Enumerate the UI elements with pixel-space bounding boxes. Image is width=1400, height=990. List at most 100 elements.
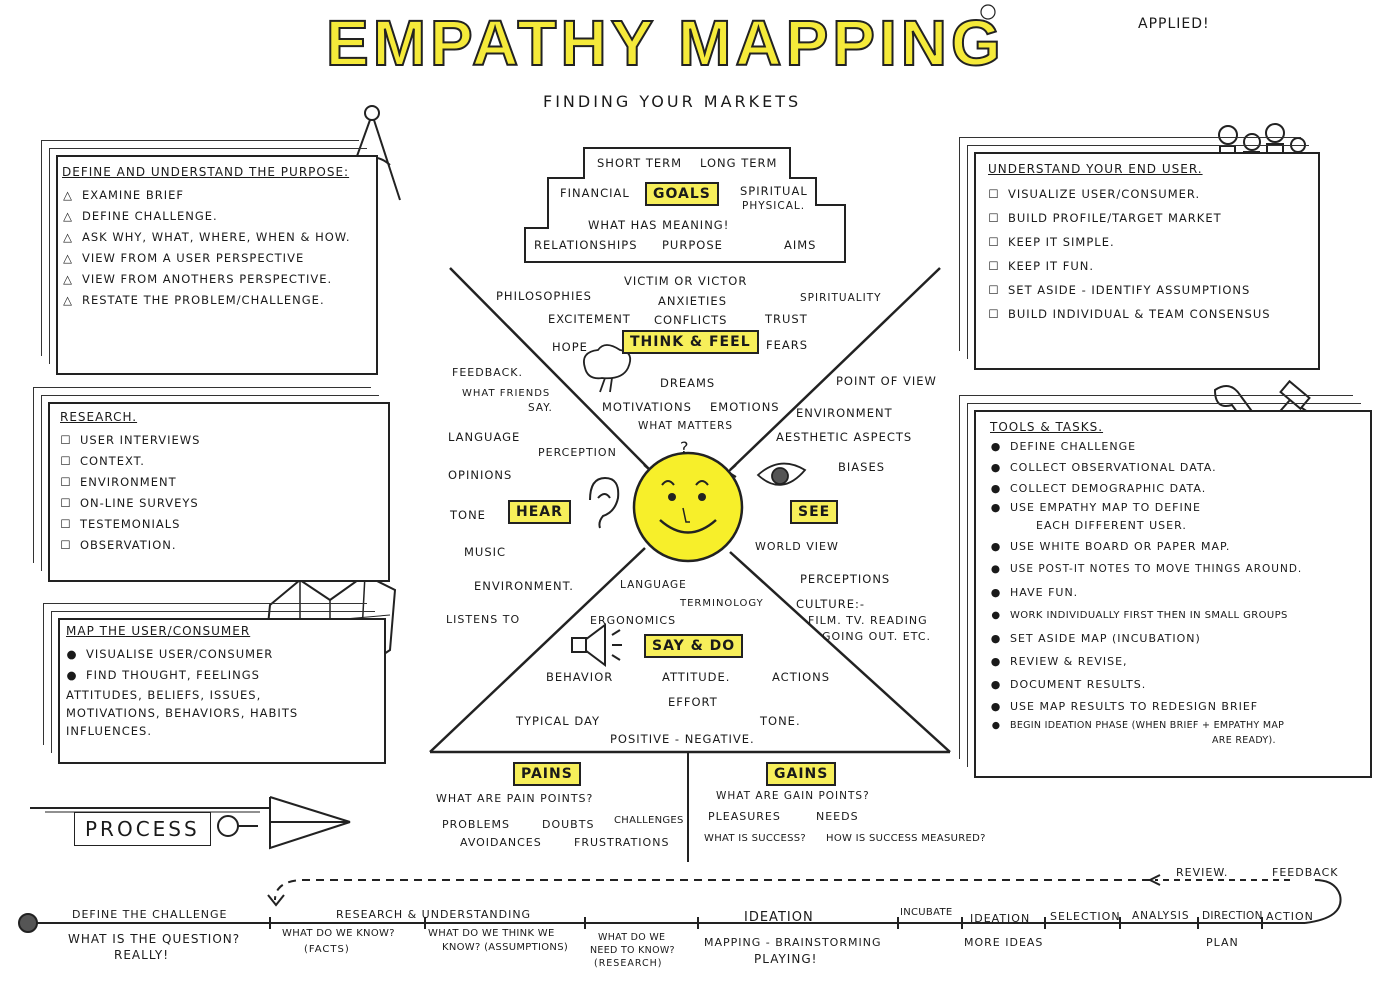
brain-icon (583, 344, 632, 393)
list-item: ●COLLECT OBSERVATIONAL DATA. (990, 457, 1370, 478)
bullet-icon: ● (990, 482, 1002, 495)
step-playing: PLAYING! (754, 952, 818, 966)
list-item: ☐ENVIRONMENT (60, 472, 388, 493)
hear-word: WHAT FRIENDS (462, 388, 551, 399)
step-selection: SELECTION (1050, 910, 1121, 923)
process-label: PROCESS (74, 812, 211, 846)
research-list: ☐USER INTERVIEWS ☐CONTEXT. ☐ENVIRONMENT … (60, 430, 388, 556)
step-direction: DIRECTION (1202, 910, 1263, 922)
checkbox-icon: ☐ (988, 283, 1000, 297)
bullet-icon: ● (990, 632, 1002, 645)
gains-tag: GAINS (766, 762, 837, 786)
gains-word: NEEDS (816, 810, 859, 823)
applied-note: APPLIED! (1138, 16, 1210, 32)
think-word: CONFLICTS (654, 313, 728, 327)
step-know1: WHAT DO WE KNOW? (282, 928, 395, 939)
hear-word: SAY. (528, 402, 553, 414)
saydo-word: TONE. (760, 714, 801, 728)
saydo-word: TERMINOLOGY (680, 598, 764, 609)
list-item: ☐OBSERVATION. (60, 535, 388, 556)
purpose-heading: DEFINE AND UNDERSTAND THE PURPOSE: (62, 165, 350, 179)
step-know2a: WHAT DO WE THINK WE (428, 928, 555, 939)
think-word: DREAMS (660, 376, 716, 390)
triangle-icon: △ (63, 272, 73, 286)
smiley-face-icon (632, 451, 744, 563)
bullet-icon: ● (990, 655, 1002, 668)
saydo-word: POSITIVE - NEGATIVE. (610, 732, 755, 746)
goals-meaning: WHAT HAS MEANING! (588, 218, 730, 232)
see-word: CULTURE:- (796, 597, 865, 611)
pains-word: WHAT ARE PAIN POINTS? (436, 792, 594, 805)
end-user-list: ☐VISUALIZE USER/CONSUMER. ☐BUILD PROFILE… (988, 182, 1318, 326)
bullet-icon: ● (990, 700, 1002, 713)
checkbox-icon: ☐ (60, 517, 72, 531)
triangle-icon: △ (63, 293, 73, 307)
list-item: △RESTATE THE PROBLEM/CHALLENGE. (62, 290, 376, 311)
bullet-icon: ● (990, 461, 1002, 474)
page-title: EMPATHY MAPPING (325, 6, 1005, 80)
triangle-icon: △ (63, 209, 73, 223)
list-item: ☐BUILD PROFILE/TARGET MARKET (988, 206, 1318, 230)
checkbox-icon: ☐ (988, 307, 1000, 321)
list-item: ●VISUALISE USER/CONSUMER (66, 644, 384, 665)
list-item: ARE READY). (1212, 735, 1276, 746)
list-item: ●USE WHITE BOARD OR PAPER MAP. (990, 535, 1370, 558)
list-item: △VIEW FROM ANOTHERS PERSPECTIVE. (62, 269, 376, 290)
goals-steps (524, 147, 846, 263)
map-user-heading: MAP THE USER/CONSUMER (66, 624, 251, 638)
list-item: ●REVIEW & REVISE, (990, 650, 1370, 673)
bullet-icon: ● (990, 501, 1002, 514)
pains-word: AVOIDANCES (460, 836, 542, 849)
timeline (18, 874, 1342, 933)
purpose-box: DEFINE AND UNDERSTAND THE PURPOSE: △EXAM… (41, 140, 378, 375)
hear-word: PERCEPTION (538, 446, 617, 459)
pains-word: FRUSTRATIONS (574, 836, 670, 849)
tools-heading: TOOLS & TASKS. (990, 420, 1104, 434)
hear-word: FEEDBACK. (452, 366, 523, 379)
bullet-icon: ● (66, 647, 78, 661)
list-item: △DEFINE CHALLENGE. (62, 206, 376, 227)
checkbox-icon: ☐ (988, 235, 1000, 249)
list-item: ATTITUDES, BELIEFS, ISSUES, (66, 688, 262, 702)
list-item: ●DEFINE CHALLENGE (990, 436, 1370, 457)
list-item: △ASK WHY, WHAT, WHERE, WHEN & HOW. (62, 227, 376, 248)
map-user-box: MAP THE USER/CONSUMER ●VISUALISE USER/CO… (43, 603, 386, 764)
hear-word: TONE (450, 508, 486, 522)
saydo-word: ACTIONS (772, 670, 831, 684)
list-item: ☐VISUALIZE USER/CONSUMER. (988, 182, 1318, 206)
list-item: ☐USER INTERVIEWS (60, 430, 388, 451)
step-analysis: ANALYSIS (1132, 910, 1190, 922)
see-word: POINT OF VIEW (836, 374, 937, 388)
step-action: ACTION (1266, 910, 1314, 923)
see-word: FILM. TV. READING (808, 614, 928, 627)
page-subtitle: FINDING YOUR MARKETS (543, 92, 802, 111)
think-word: WHAT MATTERS (638, 420, 734, 432)
map-user-list: ●VISUALISE USER/CONSUMER ●FIND THOUGHT, … (66, 644, 384, 740)
goals-financial: FINANCIAL (560, 186, 630, 200)
triangle-icon: △ (63, 230, 73, 244)
step-plan: PLAN (1206, 936, 1239, 949)
step-ideation2: IDEATION (970, 912, 1031, 925)
step-define: DEFINE THE CHALLENGE (72, 908, 228, 921)
list-item: ●USE EMPATHY MAP TO DEFINE (990, 499, 1370, 517)
eye-icon (756, 462, 807, 486)
step-research: RESEARCH & UNDERSTANDING (336, 908, 532, 921)
see-word: ENVIRONMENT (796, 406, 893, 420)
bullet-icon: ● (990, 440, 1002, 453)
checkbox-icon: ☐ (60, 538, 72, 552)
see-word: WORLD VIEW (755, 540, 839, 553)
checkbox-icon: ☐ (60, 496, 72, 510)
list-item: ●SET ASIDE MAP (INCUBATION) (990, 627, 1370, 650)
list-item: ☐SET ASIDE - IDENTIFY ASSUMPTIONS (988, 278, 1318, 302)
list-item: ●FIND THOUGHT, FEELINGS (66, 665, 384, 686)
goals-aims: AIMS (784, 238, 817, 252)
list-item: EACH DIFFERENT USER. (1036, 519, 1187, 532)
purpose-list: △EXAMINE BRIEF △DEFINE CHALLENGE. △ASK W… (58, 185, 376, 311)
bullet-icon: ● (990, 678, 1002, 691)
research-box: RESEARCH. ☐USER INTERVIEWS ☐CONTEXT. ☐EN… (33, 387, 390, 582)
saydo-word: LANGUAGE (620, 579, 687, 591)
list-item: ●WORK INDIVIDUALLY FIRST THEN IN SMALL G… (990, 604, 1370, 627)
hear-word: LISTENS TO (446, 613, 521, 626)
list-item: ☐BUILD INDIVIDUAL & TEAM CONSENSUS (988, 302, 1318, 326)
think-word: PHILOSOPHIES (496, 289, 592, 303)
